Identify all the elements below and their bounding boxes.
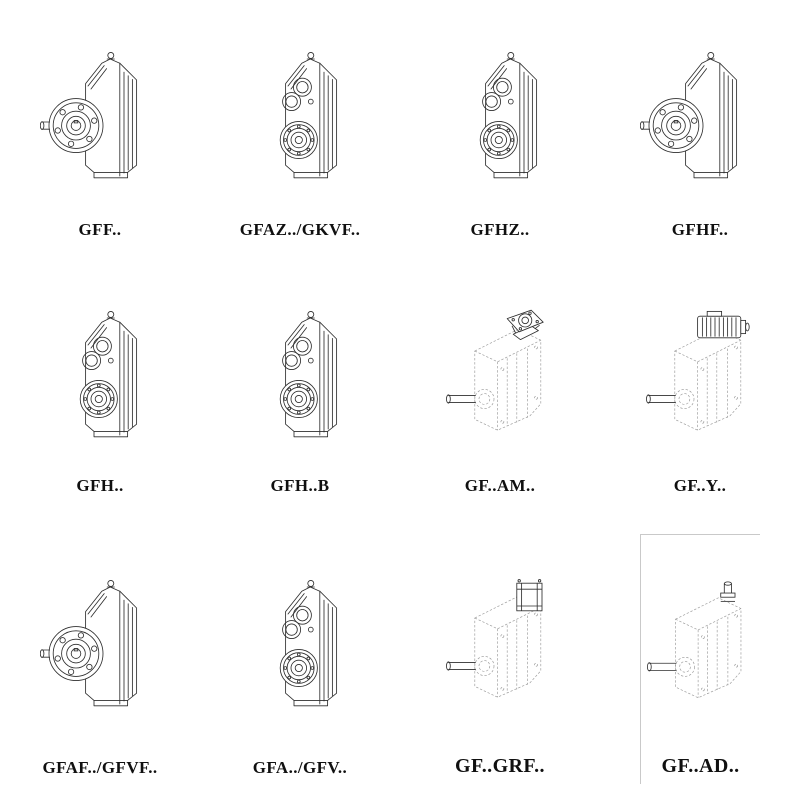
flange-gearbox-illustration — [40, 16, 160, 222]
gfa-drawing — [240, 534, 360, 759]
cell-gfa-gfv: GFA../GFV.. — [240, 534, 360, 784]
cell-gfhz: GFHZ.. — [440, 16, 560, 246]
model-label-gf-grf: GF..GRF.. — [455, 755, 545, 777]
flange-gearbox-illustration — [40, 536, 160, 758]
gf-ad-drawing — [641, 535, 760, 756]
model-label-gfhf: GFHF.. — [671, 220, 729, 239]
gff-drawing — [40, 16, 160, 221]
cell-gfhf: GFHF.. — [640, 16, 760, 246]
gfaf-drawing — [40, 534, 160, 759]
cell-gf-grf: GF..GRF.. — [440, 534, 560, 784]
cell-gff: GFF.. — [40, 16, 160, 246]
gfh-drawing — [40, 278, 160, 477]
model-label-gfaf-gfvf: GFAF../GFVF.. — [42, 758, 158, 777]
model-label-gfh: GFH.. — [76, 476, 124, 495]
gfh-b-drawing — [240, 278, 360, 477]
hollow-shaft-gearbox-illustration — [240, 536, 360, 758]
cell-gf-ad: GF..AD.. — [640, 534, 760, 784]
gfhf-drawing — [640, 16, 760, 221]
model-label-gff: GFF.. — [78, 220, 122, 239]
model-label-gfh-b: GFH..B — [270, 476, 330, 495]
model-label-gf-y: GF..Y.. — [673, 476, 727, 495]
gearbox-input-shaft-illustration — [641, 535, 760, 757]
model-label-gf-am: GF..AM.. — [464, 476, 536, 495]
hollow-shaft-gearbox-illustration — [440, 16, 560, 222]
cell-gfh-b: GFH..B — [240, 278, 360, 502]
cell-gfh: GFH.. — [40, 278, 160, 502]
hollow-shaft-gearbox-illustration — [240, 16, 360, 222]
cell-gfaz-gkvf: GFAZ../GKVF.. — [240, 16, 360, 246]
gfhz-drawing — [440, 16, 560, 221]
gf-grf-drawing — [440, 534, 560, 756]
gearbox-adapter-illustration — [440, 534, 560, 756]
model-label-gfaz-gkvf: GFAZ../GKVF.. — [239, 220, 361, 239]
cell-gf-am: GF..AM.. — [440, 278, 560, 502]
model-label-gfhz: GFHZ.. — [470, 220, 530, 239]
gfaz-drawing — [240, 16, 360, 221]
model-label-gf-ad: GF..AD.. — [661, 755, 740, 777]
hollow-shaft-gearbox-illustration — [240, 275, 360, 481]
gf-am-drawing — [440, 278, 560, 477]
cell-gf-y: GF..Y.. — [640, 278, 760, 502]
cell-gfaf-gfvf: GFAF../GFVF.. — [40, 534, 160, 784]
flange-gearbox-illustration — [640, 16, 760, 222]
gearbox-motor-illustration — [640, 275, 760, 481]
gearbox-input-flange-illustration — [440, 275, 560, 481]
gf-y-drawing — [640, 278, 760, 477]
model-label-gfa-gfv: GFA../GFV.. — [252, 758, 348, 777]
hollow-shaft-gearbox-illustration — [40, 275, 160, 481]
